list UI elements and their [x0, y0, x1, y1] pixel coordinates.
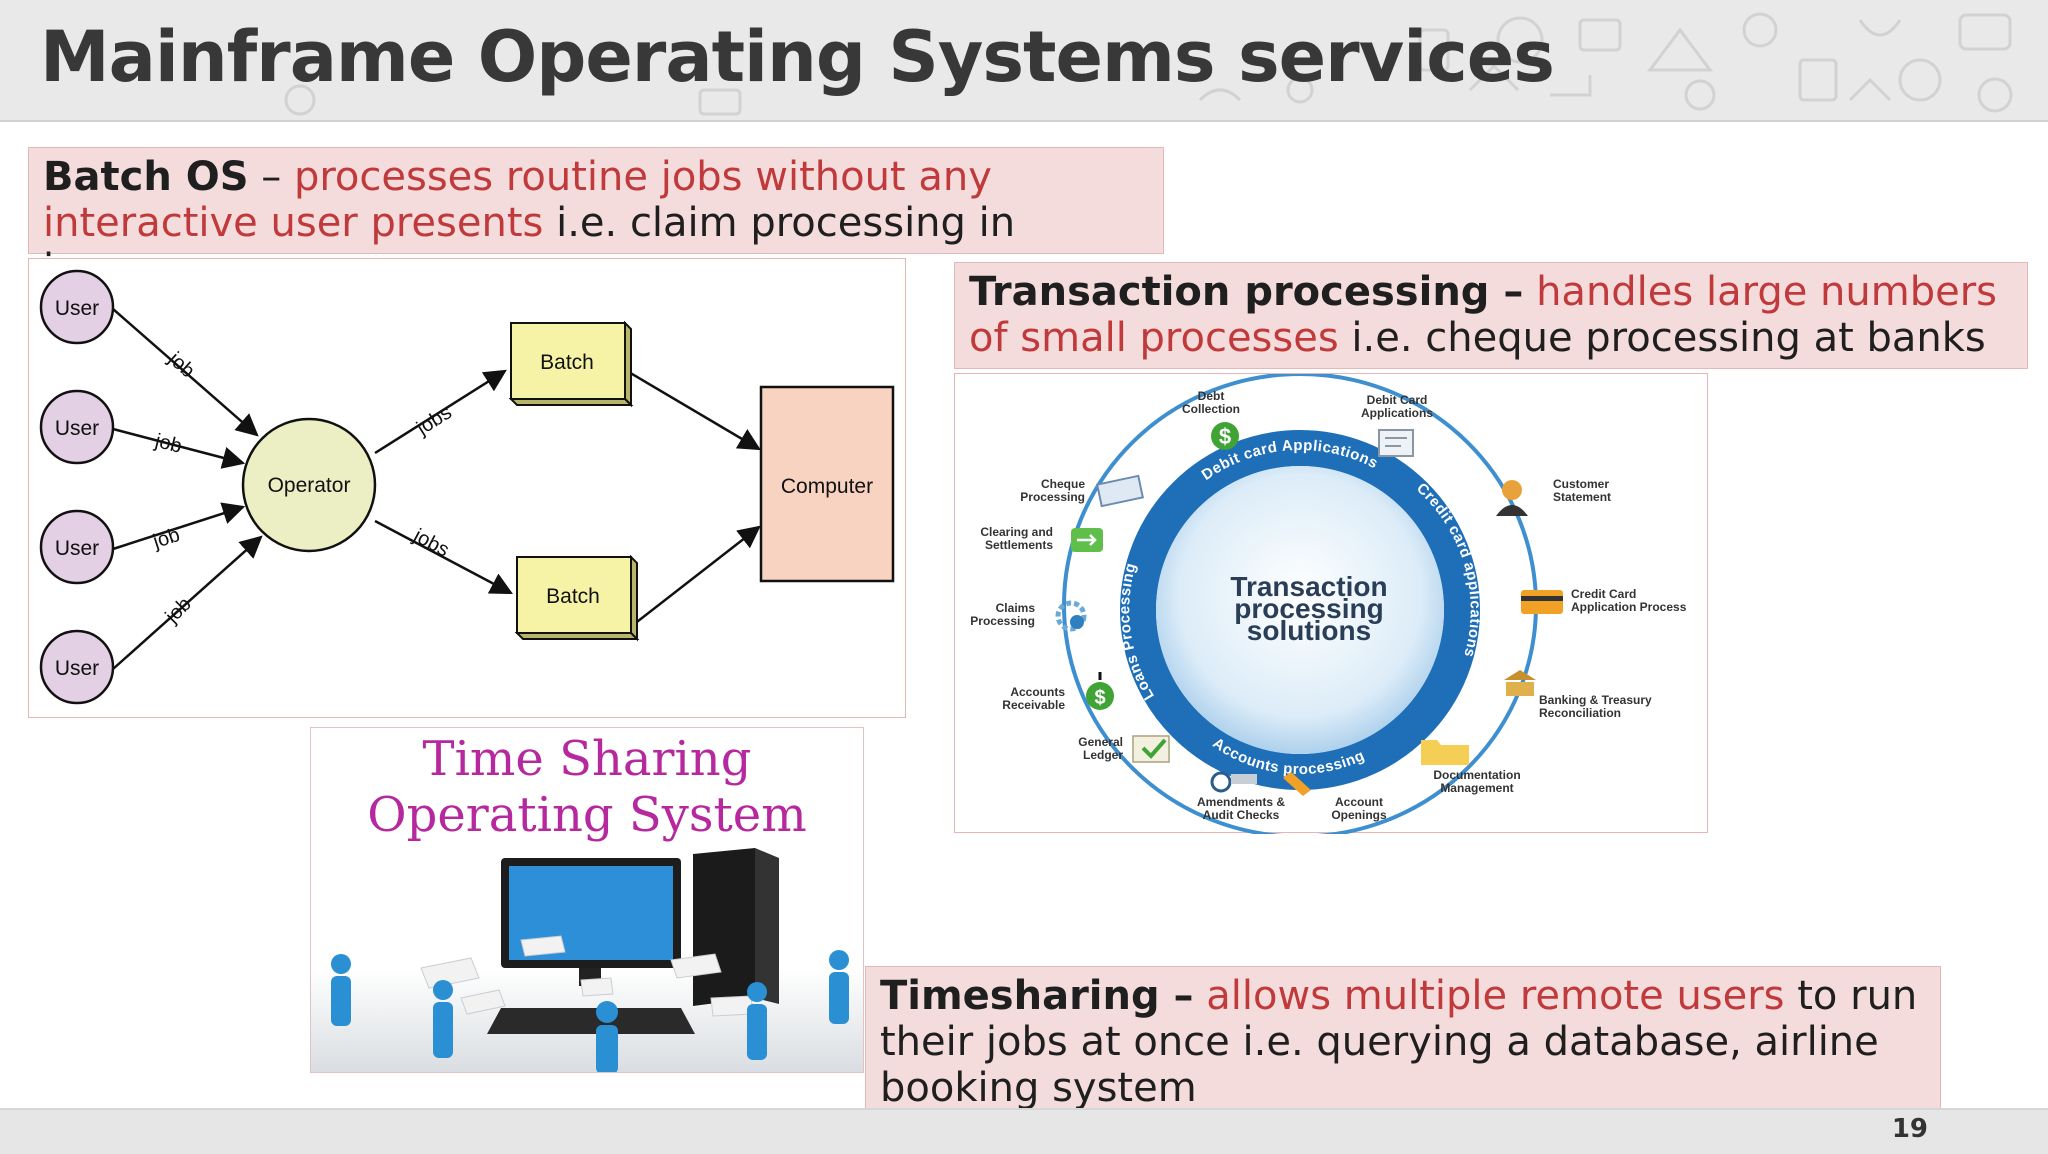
- transaction-highlight: handles large numbers of small processes: [969, 269, 1997, 361]
- server-tower-icon: [693, 848, 779, 1006]
- pencil-icon: [1283, 772, 1311, 796]
- exchange-arrows-icon: [1071, 528, 1103, 552]
- job-label-2: job: [152, 430, 184, 458]
- claims-gear-icon: [1055, 600, 1087, 632]
- timesharing-image-title-2: Operating System: [367, 787, 807, 843]
- computer-label: Computer: [781, 475, 873, 498]
- ledger-check-icon: [1132, 735, 1170, 763]
- papers-icon: [420, 935, 754, 1017]
- timesharing-rest: to run their jobs at once i.e. querying …: [880, 973, 1918, 1111]
- item-amendments-audit: Amendments &Audit Checks: [1197, 795, 1285, 822]
- user-label-4: User: [55, 657, 99, 680]
- operator-node: [241, 417, 377, 553]
- batch-label-2: Batch: [546, 585, 600, 608]
- transaction-rest: i.e. cheque processing at banks: [1338, 315, 1986, 361]
- timesharing-highlight: allows multiple remote users: [1206, 973, 1785, 1019]
- timesharing-callout: Timesharing – allows multiple remote use…: [865, 966, 1941, 1119]
- user-node-3: [39, 509, 115, 585]
- jobs-label-2: jobs: [409, 524, 453, 561]
- user-node-4: [39, 629, 115, 705]
- timesharing-illustration: [311, 848, 863, 1072]
- operator-label: Operator: [268, 474, 351, 497]
- receivable-dollar-icon: $: [1086, 672, 1114, 710]
- svg-text:$: $: [1219, 424, 1231, 449]
- batch-diagram: User User User User job job job job jobs…: [39, 269, 895, 705]
- job-label-1: job: [163, 347, 198, 382]
- inner-core: [1156, 466, 1444, 754]
- credit-card-icon: [1521, 590, 1563, 614]
- timesharing-heading: Timesharing –: [880, 973, 1194, 1019]
- cheque-icon: [1095, 474, 1145, 508]
- timesharing-image-title-1: Time Sharing: [422, 731, 752, 787]
- bank-icon: [1504, 670, 1536, 696]
- header-doodle-background: [284, 12, 2013, 116]
- transaction-diagram: Debit card Applications Accounts process…: [970, 372, 1687, 839]
- computer-node: [759, 385, 895, 583]
- user-label-3: User: [55, 537, 99, 560]
- svg-text:$: $: [1094, 687, 1105, 709]
- center-line-2: processing: [1234, 593, 1383, 624]
- batch-os-highlight: processes routine jobs without any inter…: [43, 154, 992, 246]
- batch-os-callout: Batch OS – processes routine jobs withou…: [28, 147, 1164, 292]
- people-figures-icon: [331, 950, 849, 1072]
- keyboard-icon: [487, 1008, 695, 1034]
- user-label-1: User: [55, 297, 99, 320]
- batch-os-heading: Batch OS: [43, 154, 249, 200]
- batch-os-dash: –: [248, 154, 294, 200]
- batch-label-1: Batch: [540, 351, 594, 374]
- slide-header: [0, 0, 2048, 122]
- user-node-1: [39, 269, 115, 345]
- customer-icon: [1496, 480, 1528, 516]
- slide-title: Mainframe Operating Systems services: [40, 16, 1555, 98]
- slide-footer: [0, 1108, 2048, 1154]
- document-icon: [1378, 429, 1414, 457]
- batch-diagram-panel: User User User User job job job job jobs…: [28, 258, 906, 718]
- monitor-icon: [501, 858, 681, 986]
- magnifier-icon: [1210, 771, 1257, 793]
- blue-ring: [1120, 430, 1480, 790]
- timesharing-image-panel: Time Sharing Operating System: [310, 727, 864, 1073]
- transaction-heading: Transaction processing –: [969, 269, 1524, 315]
- center-line-1: Transaction: [1230, 571, 1387, 602]
- center-line-3: solutions: [1247, 615, 1371, 646]
- folder-icon: [1421, 740, 1469, 765]
- user-label-2: User: [55, 417, 99, 440]
- transaction-callout: Transaction processing – handles large n…: [954, 262, 2028, 369]
- transaction-diagram-panel: Debit card Applications Accounts process…: [954, 372, 1708, 839]
- user-node-2: [39, 389, 115, 465]
- dollar-icon: $: [1211, 422, 1239, 450]
- page-number: 19: [1891, 1114, 1928, 1144]
